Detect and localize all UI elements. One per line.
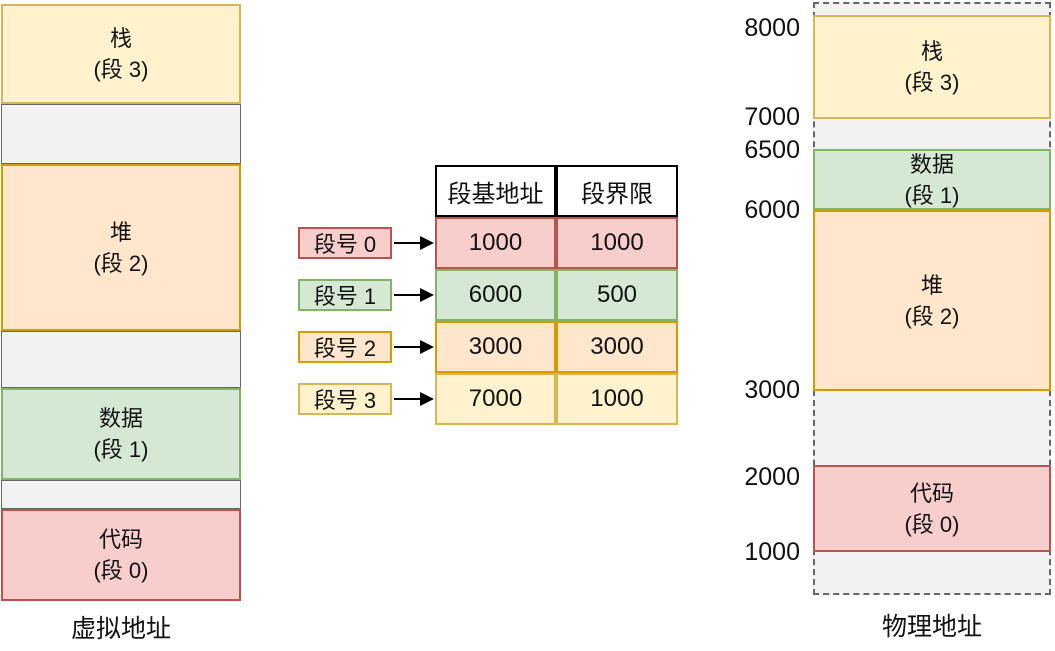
address-mark-3000: 3000 — [744, 376, 800, 404]
header-base-address: 段基地址 — [435, 165, 556, 217]
segno-label-0: 段号 0 — [298, 227, 392, 259]
address-mark-1000: 1000 — [744, 538, 800, 566]
segno-label-2: 段号 2 — [298, 331, 392, 363]
segment-name: 堆 — [920, 272, 943, 298]
virtual-segment-data: 数据 (段 1) — [1, 388, 241, 480]
virtual-gap-2 — [1, 331, 241, 388]
segment-name: 代码 — [98, 527, 143, 552]
virtual-segment-stack: 栈 (段 3) — [1, 4, 241, 104]
physical-segment-code: 代码 (段 0) — [813, 465, 1051, 552]
arrow-seg0-icon — [394, 236, 434, 250]
segment-number: (段 1) — [93, 437, 149, 462]
address-mark-7000: 7000 — [744, 103, 800, 131]
arrow-seg3-icon — [394, 392, 434, 406]
segno-label-1: 段号 1 — [298, 279, 392, 311]
segment-number: (段 3) — [904, 70, 960, 95]
limit-cell-seg0: 1000 — [556, 217, 678, 269]
segment-name: 堆 — [109, 219, 132, 245]
header-limit: 段界限 — [556, 165, 678, 217]
virtual-gap-1 — [1, 104, 241, 164]
table-row: 1000 1000 — [435, 217, 678, 269]
base-cell-seg0: 1000 — [435, 217, 556, 269]
physical-address-caption: 物理地址 — [881, 613, 982, 641]
segment-name: 栈 — [109, 26, 132, 51]
physical-segment-heap: 堆 (段 2) — [813, 210, 1051, 391]
segment-name: 栈 — [920, 39, 943, 64]
segment-table: 段基地址 段界限 1000 1000 6000 500 3000 3000 70… — [435, 165, 678, 425]
physical-segment-stack: 栈 (段 3) — [813, 15, 1051, 119]
segment-number: (段 2) — [93, 250, 149, 276]
segment-number: (段 0) — [904, 511, 960, 537]
virtual-gap-3 — [1, 480, 241, 509]
base-cell-seg3: 7000 — [435, 373, 556, 425]
segment-name: 数据 — [98, 406, 143, 431]
virtual-segment-code: 代码 (段 0) — [1, 509, 241, 601]
segment-number: (段 2) — [904, 303, 960, 329]
address-mark-2000: 2000 — [744, 463, 800, 491]
segno-label-3: 段号 3 — [298, 383, 392, 415]
base-cell-seg1: 6000 — [435, 269, 556, 321]
physical-segment-data: 数据 (段 1) — [813, 149, 1051, 210]
virtual-segment-heap: 堆 (段 2) — [1, 164, 241, 331]
limit-cell-seg1: 500 — [556, 269, 678, 321]
virtual-address-caption: 虚拟地址 — [70, 615, 171, 643]
arrow-seg2-icon — [394, 340, 434, 354]
segment-number: (段 1) — [904, 182, 960, 208]
table-row: 6000 500 — [435, 269, 678, 321]
segment-table-header-row: 段基地址 段界限 — [435, 165, 678, 217]
segment-name: 数据 — [909, 151, 954, 177]
limit-cell-seg3: 1000 — [556, 373, 678, 425]
limit-cell-seg2: 3000 — [556, 321, 678, 373]
base-cell-seg2: 3000 — [435, 321, 556, 373]
table-row: 7000 1000 — [435, 373, 678, 425]
segment-number: (段 0) — [93, 558, 149, 583]
table-row: 3000 3000 — [435, 321, 678, 373]
arrow-seg1-icon — [394, 288, 434, 302]
address-mark-6500: 6500 — [744, 136, 800, 164]
segment-name: 代码 — [909, 480, 954, 506]
address-mark-6000: 6000 — [744, 196, 800, 224]
segment-number: (段 3) — [93, 57, 149, 82]
address-mark-8000: 8000 — [744, 14, 800, 42]
